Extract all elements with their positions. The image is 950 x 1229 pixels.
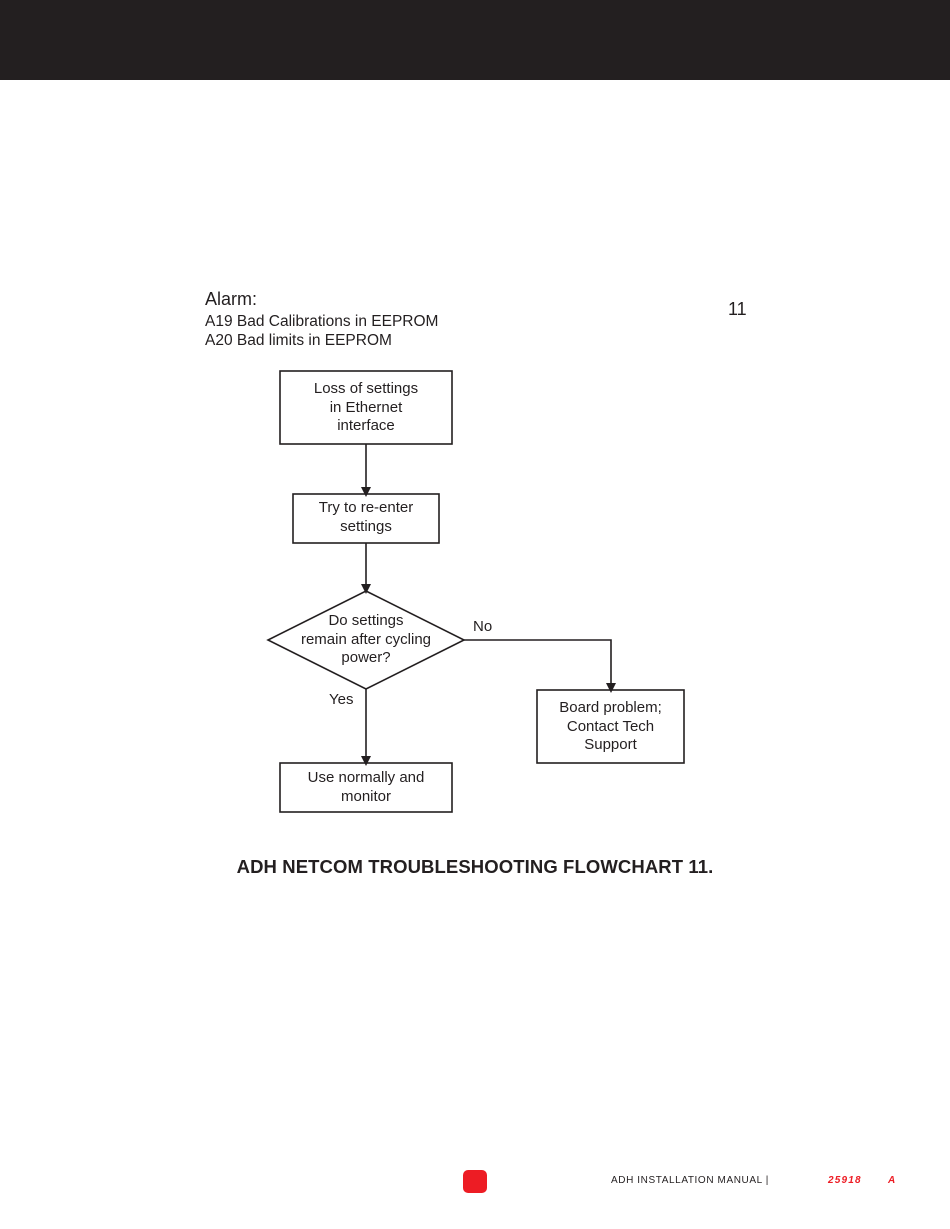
node-box-reenter-settings [292, 493, 440, 544]
node-label-loss-settings: Loss of settings in Ethernet interface [313, 380, 419, 434]
page-badge [463, 1170, 487, 1193]
alarm-line-a20: A20 Bad limits in EEPROM [205, 332, 392, 349]
header-band [0, 0, 950, 80]
alarm-title: Alarm: [205, 289, 258, 309]
node-box-board-problem [536, 689, 685, 764]
footer-manual-label: ADH INSTALLATION MANUAL | [611, 1175, 769, 1186]
footer-doc-number: 25918 [828, 1175, 862, 1186]
node-box-use-normally [279, 762, 453, 813]
alarm-block: Alarm: A19 Bad Calibrations in EEPROM A2… [205, 288, 438, 350]
edge-decision-no [464, 639, 616, 693]
alarm-line-a19: A19 Bad Calibrations in EEPROM [205, 313, 439, 330]
node-label-reenter-settings: Try to re-enter settings [318, 499, 414, 535]
footer-revision: A [888, 1175, 896, 1186]
edge-label-no: No [473, 618, 493, 635]
node-label-board-problem: Board problem; Contact Tech Support [559, 699, 662, 753]
edge-label-yes: Yes [329, 691, 354, 708]
flowchart-caption: ADH NETCOM TROUBLESHOOTING FLOWCHART 11. [236, 856, 714, 877]
node-label-use-normally: Use normally and monitor [307, 769, 425, 805]
flowchart-number: 11 [728, 299, 747, 319]
node-label-decision: Do settings remain after cycling power? [300, 612, 432, 666]
